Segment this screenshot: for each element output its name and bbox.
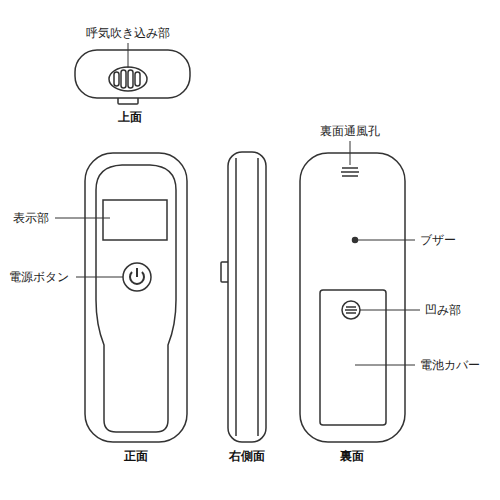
part-label: ブザー [419,233,457,247]
part-label: 呼気吹き込み部 [85,26,171,40]
inlet-slot [135,72,140,86]
side-seam [257,158,259,436]
front-panel [96,165,176,432]
view-label: 右側面 [228,449,266,463]
recess-groove [345,309,357,311]
power-button [123,263,151,291]
recess-groove [346,312,356,314]
leader-line [76,277,123,278]
inlet-slot [114,72,119,86]
power-icon [136,268,138,277]
buzzer-hole [353,238,358,243]
vent-slot [342,167,358,169]
view-label: 裏面 [339,449,365,463]
part-label: 表示部 [12,211,50,225]
leader-line [360,310,420,311]
inlet-slot [128,70,133,88]
leader-line [128,43,129,68]
back-body [300,153,405,442]
recess [342,301,360,319]
leader-line [355,365,415,366]
side-body [228,152,266,442]
side-seam [235,158,237,436]
display-window [103,200,167,240]
breath-inlet [109,67,147,91]
part-label: 電源ボタン [8,270,70,284]
leader-line [55,218,110,219]
vent-slot [342,175,358,177]
top-view-body [75,50,190,98]
part-label: 凹み部 [424,303,462,317]
leader-line [350,141,351,165]
view-label: 正面 [123,449,149,463]
vent-slot [341,171,359,173]
part-label: 電池カバー [419,358,481,372]
view-label: 上面 [117,110,143,124]
inlet-slot [121,70,126,88]
front-body [85,153,187,442]
leader-line [358,240,415,241]
recess-groove [346,306,356,308]
part-label: 裏面通風孔 [319,124,381,138]
